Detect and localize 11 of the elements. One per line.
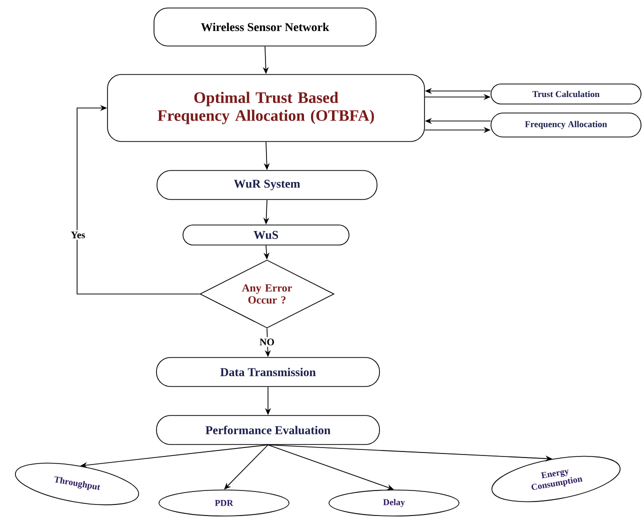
process-box: Frequency Allocation: [490, 112, 642, 138]
edge-label: NO: [258, 337, 276, 347]
process-box: Wireless Sensor Network: [154, 8, 376, 46]
process-box: Data Transmission: [156, 357, 380, 387]
process-box: WuS: [182, 224, 350, 246]
process-box: Optimal Trust Based Frequency Allocation (OTBFA): [107, 74, 425, 142]
edge-label: Yes: [69, 230, 87, 240]
process-box: Trust Calculation: [490, 84, 642, 104]
arrow: [76, 104, 200, 294]
process-box: WuR System: [156, 170, 378, 200]
process-box: Performance Evaluation: [156, 415, 380, 445]
